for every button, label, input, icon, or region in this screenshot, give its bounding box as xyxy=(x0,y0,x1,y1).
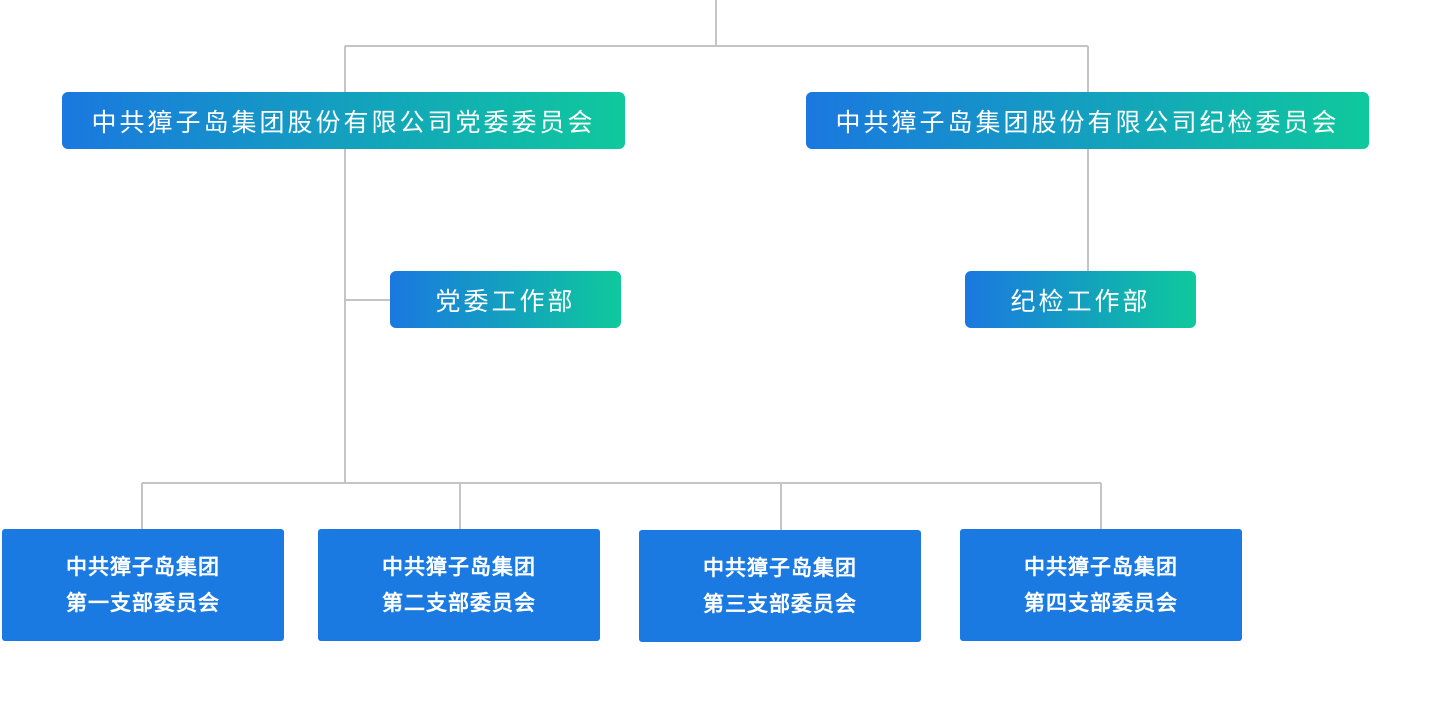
discipline-work-dept-label: 纪检工作部 xyxy=(1010,286,1151,316)
branch-1-line2: 第一支部委员会 xyxy=(66,591,220,615)
party-work-dept-label: 党委工作部 xyxy=(435,286,576,316)
branch-3-line2: 第三支部委员会 xyxy=(703,592,857,616)
branch-committee-3: 中共獐子岛集团 第三支部委员会 xyxy=(639,530,921,642)
discipline-committee-node: 中共獐子岛集团股份有限公司纪检委员会 xyxy=(806,92,1369,149)
branch-committee-4: 中共獐子岛集团 第四支部委员会 xyxy=(960,529,1242,641)
branch-2-line1: 中共獐子岛集团 xyxy=(382,555,536,579)
party-committee-label: 中共獐子岛集团股份有限公司党委委员会 xyxy=(91,107,596,137)
branch-committee-2: 中共獐子岛集团 第二支部委员会 xyxy=(318,529,600,641)
branch-4-line1: 中共獐子岛集团 xyxy=(1024,555,1178,579)
discipline-work-dept-node: 纪检工作部 xyxy=(965,271,1196,328)
branch-committee-1: 中共獐子岛集团 第一支部委员会 xyxy=(2,529,284,641)
branch-3-line1: 中共獐子岛集团 xyxy=(703,556,857,580)
branch-2-line2: 第二支部委员会 xyxy=(382,591,536,615)
party-committee-node: 中共獐子岛集团股份有限公司党委委员会 xyxy=(62,92,625,149)
branch-1-line1: 中共獐子岛集团 xyxy=(66,555,220,579)
discipline-committee-label: 中共獐子岛集团股份有限公司纪检委员会 xyxy=(835,107,1340,137)
branch-4-line2: 第四支部委员会 xyxy=(1024,591,1178,615)
party-work-dept-node: 党委工作部 xyxy=(390,271,621,328)
